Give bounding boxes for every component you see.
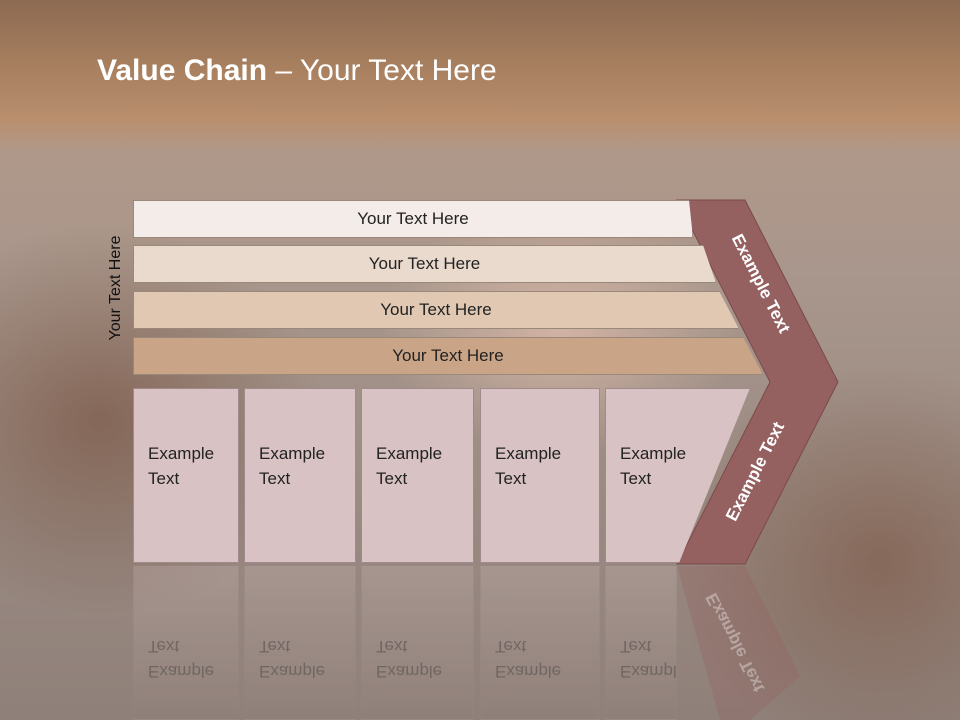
- bar-row-1-label: Your Text Here: [357, 209, 469, 228]
- example-box-2-line1: Example: [259, 444, 326, 463]
- example-box-3-line2: Text: [376, 469, 408, 488]
- example-box-1-line1: Example: [148, 444, 215, 463]
- slide-title: Value Chain – Your Text Here: [97, 54, 497, 88]
- example-box-4-line1: Example: [495, 444, 562, 463]
- bar-row-1: Your Text Here: [133, 200, 693, 238]
- bar-row-4-label: Your Text Here: [392, 346, 504, 365]
- example-box-3: Example Text: [361, 388, 474, 563]
- example-box-4-line2: Text: [495, 469, 527, 488]
- bar-row-3-label: Your Text Here: [380, 300, 492, 319]
- example-box-4: Example Text: [480, 388, 600, 563]
- example-box-5-line2: Text: [620, 469, 652, 488]
- example-box-2: Example Text: [244, 388, 356, 563]
- chevron-reflection: [677, 566, 800, 720]
- title-rest: – Your Text Here: [267, 54, 497, 87]
- bar-row-2-label: Your Text Here: [368, 254, 481, 273]
- example-box-1: Example Text: [133, 388, 239, 563]
- title-band: [0, 0, 960, 150]
- title-bold: Value Chain: [97, 54, 268, 87]
- example-box-3-line1: Example: [376, 444, 443, 463]
- bar-row-2: Your Text Here: [133, 245, 716, 283]
- bar-row-3: Your Text Here: [133, 291, 739, 329]
- example-box-2-line2: Text: [259, 469, 291, 488]
- example-box-1-line2: Text: [148, 469, 180, 488]
- example-box-5-line1: Example: [620, 444, 687, 463]
- chevron-shape: [676, 199, 839, 565]
- bar-row-4: Your Text Here: [133, 337, 763, 375]
